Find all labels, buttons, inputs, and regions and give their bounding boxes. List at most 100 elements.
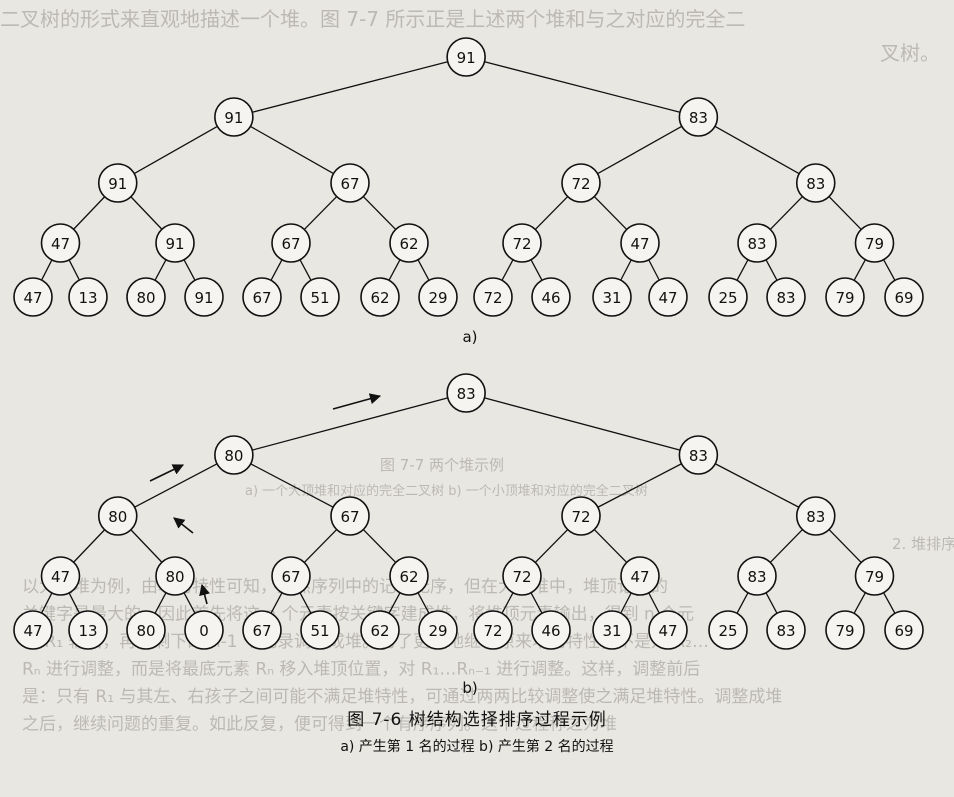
- tree-a-node-value: 13: [78, 289, 97, 307]
- tree-a-edge: [183, 259, 196, 281]
- tree-a-node: 72: [502, 223, 542, 263]
- tree-a-node-circle: [473, 277, 513, 317]
- tree-b-node-value: 79: [865, 568, 884, 586]
- tree-b-node-value: 67: [281, 568, 300, 586]
- tree-a-node-circle: [389, 223, 429, 263]
- tree-b-node: 47: [13, 610, 53, 650]
- tree-b-node: 83: [766, 610, 806, 650]
- tree-a-edge: [736, 259, 749, 281]
- path-arrow: [149, 464, 185, 482]
- tree-b-node: 67: [242, 610, 282, 650]
- tree-a-node-circle: [502, 223, 542, 263]
- tree-a-node: 91: [155, 223, 195, 263]
- tree-a-edge: [714, 125, 800, 175]
- tree-b-node-circle: [737, 556, 777, 596]
- tree-b-node: 62: [389, 556, 429, 596]
- tree-a-edge: [299, 259, 312, 281]
- tree-a-node-value: 83: [689, 109, 708, 127]
- tree-a-node: 91: [97, 163, 138, 203]
- tree-a-node: 72: [561, 163, 601, 203]
- tree-a-node-circle: [446, 37, 486, 77]
- tree-a-edge: [252, 61, 448, 113]
- tree-a-node: 13: [68, 277, 108, 317]
- bg-heap-sub: a) 一个大顶堆和对应的完全二叉树 b) 一个小顶堆和对应的完全二叉树: [245, 483, 648, 499]
- tree-a-node-circle: [708, 277, 748, 317]
- bg-paragraph-line: 是：只有 R₁ 与其左、右孩子之间可能不满足堆特性，可通过两两比较调整使之满足堆…: [22, 686, 782, 707]
- tree-a-node-value: 46: [541, 289, 560, 307]
- tree-a-edge: [417, 259, 430, 281]
- tree-b-node-circle: [13, 610, 53, 650]
- tree-b-node-value: 51: [310, 622, 329, 640]
- tree-a-node: 62: [389, 223, 429, 263]
- tree-a-node: 79: [825, 277, 865, 317]
- bg-heap-caption: 图 7-7 两个堆示例: [380, 456, 504, 474]
- tree-a-node-circle: [155, 223, 195, 263]
- tree-b-edge: [883, 592, 896, 614]
- tree-a-node-circle: [300, 277, 340, 317]
- tree-b-edge: [250, 463, 334, 508]
- tree-b-edge: [362, 529, 397, 563]
- tree-b-node-value: 80: [136, 622, 155, 640]
- tree-a-node-circle: [678, 97, 719, 137]
- tree-a-node-circle: [97, 163, 138, 203]
- tree-b-node-value: 83: [747, 568, 766, 586]
- tree-a-node-circle: [620, 223, 660, 263]
- tree-b-node: 67: [271, 556, 311, 596]
- tree-a-edge: [769, 196, 803, 230]
- tree-b-edge: [154, 592, 167, 614]
- tree-b-edge: [73, 529, 106, 563]
- tree-a-node: 91: [214, 97, 254, 137]
- tree-a-node-value: 31: [602, 289, 621, 307]
- tree-b-edge: [501, 592, 514, 614]
- tree-a-node-value: 47: [630, 235, 649, 253]
- tree-b-node-value: 46: [541, 622, 560, 640]
- tree-b-node-circle: [561, 496, 601, 536]
- tree-b-edge: [593, 529, 628, 563]
- tree-b-edge: [853, 592, 866, 614]
- tree-b-node-value: 62: [370, 622, 389, 640]
- bg-top-line: 二叉树的形式来直观地描述一个堆。图 7-7 所示正是上述两个堆和与之对应的完全二: [0, 7, 745, 31]
- tree-b-node-value: 80: [224, 447, 243, 465]
- tree-a-node-value: 91: [194, 289, 213, 307]
- tree-a-node: 69: [884, 277, 924, 317]
- tree-b-node-circle: [330, 496, 370, 536]
- tree-a-node-circle: [271, 223, 311, 263]
- tree-b-node-circle: [97, 496, 138, 536]
- tree-a-node-value: 72: [571, 175, 590, 193]
- tree-b-node-circle: [473, 610, 513, 650]
- tree-a-node-value: 51: [310, 289, 329, 307]
- figure-caption-subtitle: a) 产生第 1 名的过程 b) 产生第 2 名的过程: [340, 739, 614, 755]
- tree-a-node: 47: [620, 223, 660, 263]
- tree-b-node: 69: [884, 610, 924, 650]
- tree-a-node-value: 83: [776, 289, 795, 307]
- tree-a-node-circle: [884, 277, 924, 317]
- tree-a-node-value: 67: [281, 235, 300, 253]
- tree-a-node: 79: [854, 223, 895, 263]
- tree-b-node-circle: [446, 373, 486, 413]
- tree-b-node: 72: [473, 610, 513, 650]
- tree-a-node-value: 91: [108, 175, 127, 193]
- tree-b-edge: [183, 592, 196, 614]
- tree-b-node-value: 69: [894, 622, 913, 640]
- tree-a-node-value: 25: [718, 289, 737, 307]
- tree-a-node: 29: [418, 277, 458, 317]
- tree-b-node-value: 83: [806, 508, 825, 526]
- tree-a-edge: [765, 259, 778, 281]
- tree-b-node: 72: [561, 496, 601, 536]
- tree-a-node: 47: [648, 277, 688, 317]
- tree-b-node: 83: [446, 373, 486, 413]
- tree-a-edge: [828, 196, 862, 230]
- tree-a-edge: [484, 61, 681, 113]
- tree-b-node-circle: [214, 435, 254, 475]
- tree-a-node-value: 91: [165, 235, 184, 253]
- tree-b-edge: [270, 592, 283, 614]
- tree-a-edge: [597, 125, 683, 175]
- tree-b-node-value: 72: [483, 622, 502, 640]
- tree-a-node-circle: [126, 277, 166, 317]
- tree-b-node-circle: [271, 556, 311, 596]
- tree-b-node-value: 83: [689, 447, 708, 465]
- tree-b-node-value: 67: [340, 508, 359, 526]
- tree-a-edge: [73, 196, 106, 230]
- tree-b-node-circle: [40, 556, 81, 596]
